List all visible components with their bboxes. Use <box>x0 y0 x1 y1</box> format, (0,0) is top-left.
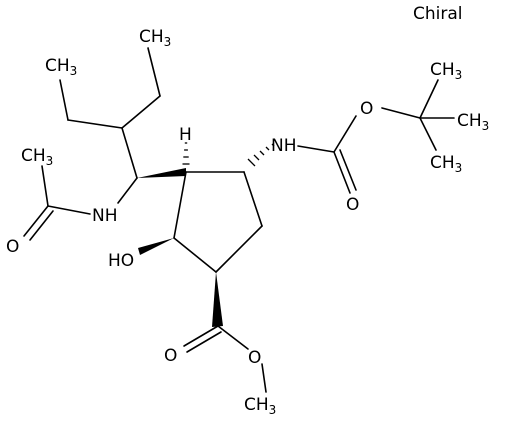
atom-label-o-ester-carbonyl: O <box>164 346 177 366</box>
chiral-flag: Chiral <box>413 4 463 24</box>
bond-nh-carbamate-c <box>297 145 335 153</box>
hash-c1-h <box>182 142 190 165</box>
bond-quat-c-me-1 <box>419 79 439 119</box>
bond-quat-c-me-3 <box>419 117 437 151</box>
bond-ring-c5-c1 <box>173 171 187 239</box>
atom-label-hydroxyl: HO <box>108 251 134 271</box>
bond-ester-o-ch3 <box>261 363 267 393</box>
bond-ester-c-o-2 <box>186 331 222 353</box>
bond-ester-c-o <box>217 325 249 350</box>
atom-label-o-carbamate-carbonyl: O <box>346 195 359 215</box>
atom-label-ch3-tbu-2: CH3 <box>457 111 489 133</box>
atom-label-o-ester: O <box>248 348 261 368</box>
wedge-c5-ho <box>138 238 174 255</box>
atom-label-ch3-acetyl: CH3 <box>21 146 53 168</box>
bond-cnh-nh <box>117 177 138 204</box>
bond-ch-cnh <box>121 127 138 179</box>
bond-acetyl-c-o-2 <box>29 210 54 241</box>
bond-ring-c4-c5 <box>173 237 217 273</box>
atom-label-nh-carbamate: NH <box>271 136 297 156</box>
atom-label-ch3-tbu-3: CH3 <box>430 153 462 175</box>
bond-ch-ethyl-top <box>121 95 161 129</box>
bond-acetyl-c-ch3 <box>41 165 49 207</box>
bond-carbamate-c-ester-o <box>333 115 357 153</box>
atom-label-h-ring: H <box>179 125 192 145</box>
bond-ester-o-quat-c <box>381 107 421 119</box>
hash-c2-nh <box>247 143 275 167</box>
bond-ring-c3-c4 <box>215 225 263 273</box>
bond-ethyl-top-ch3 <box>147 47 161 97</box>
bond-ch-ethyl-left <box>67 119 123 129</box>
atom-label-nh-amide: NH <box>92 206 118 226</box>
wedge-c4-ester <box>212 272 223 327</box>
atom-label-ch3-ethyl-left: CH3 <box>45 56 77 78</box>
atom-label-ch3-tbu-1: CH3 <box>430 60 462 82</box>
atom-label-ch3-ester: CH3 <box>244 395 276 417</box>
atom-label-ch3-ethyl-top: CH3 <box>139 27 171 49</box>
bond-acetyl-c-o-1 <box>23 205 49 237</box>
atom-label-o-acetyl: O <box>6 237 19 257</box>
wedge-cnh-c1 <box>137 168 186 178</box>
bond-nh-acetyl-c <box>47 205 91 215</box>
bond-ester-c-o-1 <box>183 325 219 347</box>
bond-carbamate-c-o-2 <box>339 149 357 191</box>
bond-carbamate-c-o-1 <box>333 151 351 194</box>
bond-ring-c2-c3 <box>243 171 263 227</box>
bond-ethyl-left-ch3 <box>59 79 69 121</box>
atom-label-o-carbamate-ester: O <box>360 99 373 119</box>
